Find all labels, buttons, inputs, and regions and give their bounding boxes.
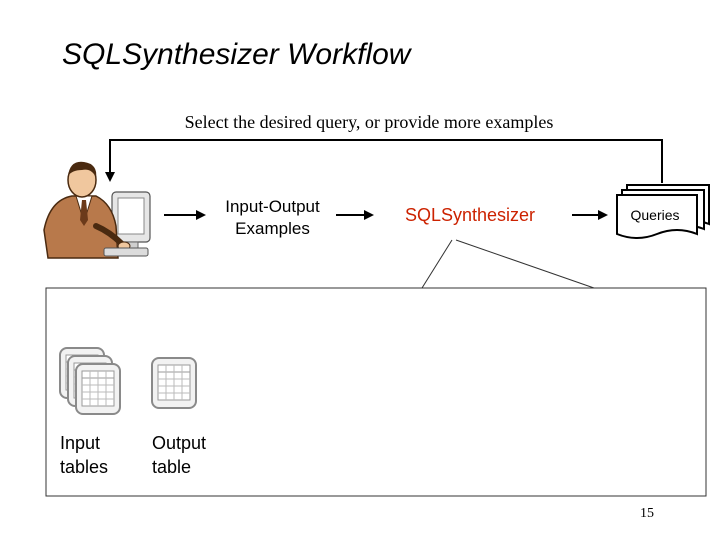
feedback-loop-line xyxy=(105,139,663,183)
spreadsheet-stack-icon xyxy=(59,347,121,415)
detail-panel xyxy=(45,287,707,497)
output-table-line1: Output xyxy=(152,433,207,453)
slide-number: 15 xyxy=(640,506,654,521)
user-at-computer-icon xyxy=(43,161,151,259)
input-tables-line2: tables xyxy=(60,457,109,477)
input-tables-label: Input tables xyxy=(60,431,108,479)
slide-title: SQLSynthesizer Workflow xyxy=(62,38,411,71)
input-output-examples-label: Input-Output Examples xyxy=(200,196,345,240)
callout-line-left xyxy=(421,239,453,289)
output-table-label: Output table xyxy=(152,431,206,479)
feedback-label: Select the desired query, or provide mor… xyxy=(184,112,554,132)
callout-line-right xyxy=(455,239,595,289)
input-tables-line1: Input xyxy=(60,433,101,453)
sqlsynthesizer-label: SQLSynthesizer xyxy=(404,205,536,225)
input-output-line2: Examples xyxy=(235,219,310,238)
query-document-stack-icon xyxy=(616,184,710,239)
queries-label: Queries xyxy=(630,207,680,223)
spreadsheet-icon xyxy=(151,357,197,409)
output-table-line2: table xyxy=(152,457,192,477)
input-output-line1: Input-Output xyxy=(225,197,320,216)
